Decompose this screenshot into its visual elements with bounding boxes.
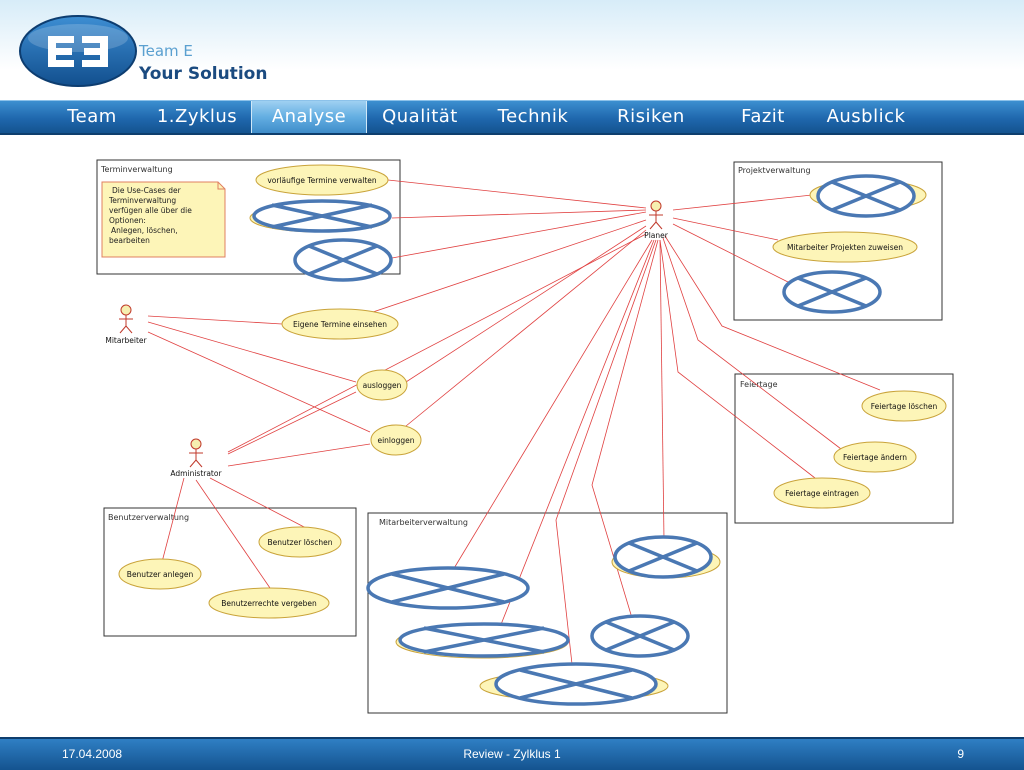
page-number: 9 — [957, 747, 964, 761]
actor-mitarbeiter[interactable] — [119, 304, 133, 334]
crossouts — [252, 174, 916, 706]
association-line — [391, 209, 647, 219]
association-line — [664, 235, 881, 391]
usecase-vorlaeufige-termine[interactable] — [255, 164, 389, 196]
actor-administrator[interactable] — [189, 438, 203, 468]
crossout-icon — [782, 270, 882, 314]
nav-item-team[interactable]: Team — [67, 106, 117, 127]
main-navigation: Team 1.Zyklus Analyse Qualität Technik R… — [0, 100, 1024, 135]
nav-item-fazit[interactable]: Fazit — [741, 106, 785, 127]
nav-item-analyse[interactable]: Analyse — [251, 101, 367, 133]
association-line — [147, 321, 357, 383]
usecase-eigene-termine[interactable] — [281, 308, 399, 340]
association-line — [659, 239, 816, 479]
package-label-mitarbeiterverwaltung: Mitarbeiterverwaltung — [379, 518, 468, 527]
usecase-feiertage-loeschen[interactable] — [861, 390, 947, 422]
slide-footer: 17.04.2008 Review - Zylklus 1 9 — [0, 737, 1024, 770]
crossout-icon — [252, 199, 392, 233]
associations — [147, 179, 881, 665]
usecase-benutzer-loeschen[interactable] — [258, 526, 342, 558]
association-line — [209, 477, 307, 529]
brand-team-name: Team E — [139, 42, 193, 60]
association-line — [662, 237, 846, 453]
slide-header: Team E Your Solution — [0, 0, 1024, 100]
association-line — [147, 315, 283, 325]
actor-head-icon — [120, 304, 132, 316]
note-line: bearbeiten — [109, 236, 150, 245]
usecase-benutzer-anlegen[interactable] — [118, 558, 202, 590]
package-label-terminverwaltung: Terminverwaltung — [100, 165, 173, 174]
usecase-label: Feiertage eintragen — [785, 489, 859, 498]
association-line — [227, 391, 357, 455]
svg-text:Die Use-Cases der Termin: Die Use-Cases der Terminverwaltung verfü… — [108, 186, 194, 245]
association-line — [369, 219, 647, 314]
association-line — [497, 239, 655, 633]
association-line — [405, 225, 647, 383]
crossout-icon — [590, 614, 690, 658]
team-e-logo-icon — [19, 15, 137, 87]
usecase-label: ausloggen — [363, 381, 402, 390]
brand-slogan: Your Solution — [139, 64, 268, 84]
crossout-icon — [293, 238, 393, 282]
association-line — [672, 217, 779, 241]
note-line: Terminverwaltung — [108, 196, 176, 205]
crossout-icon — [494, 662, 658, 706]
usecase-feiertage-aendern[interactable] — [833, 441, 917, 473]
nav-item-1-zyklus[interactable]: 1.Zyklus — [156, 106, 238, 127]
usecase-einloggen[interactable] — [370, 424, 422, 456]
association-line — [659, 239, 665, 541]
nav-item-technik[interactable]: Technik — [497, 106, 569, 127]
package-label-feiertage: Feiertage — [740, 380, 778, 389]
association-line — [227, 233, 647, 453]
usecase-label: Feiertage ändern — [843, 453, 907, 462]
note: Die Use-Cases der Terminverwaltung verfü… — [101, 181, 226, 258]
nav-item-risiken[interactable]: Risiken — [617, 106, 685, 127]
usecase-label: einloggen — [377, 436, 414, 445]
usecase-label: Feiertage löschen — [871, 402, 938, 411]
use-case-diagram: Terminverwaltung Projektverwaltung Feier… — [96, 159, 954, 714]
actor-label-mitarbeiter: Mitarbeiter — [105, 336, 147, 345]
usecase-label: Benutzer löschen — [267, 538, 332, 547]
usecase-label: Eigene Termine einsehen — [293, 320, 387, 329]
crossout-icon — [398, 622, 570, 658]
actor-label-planer: Planer — [644, 231, 669, 240]
footer-date: 17.04.2008 — [62, 747, 123, 761]
association-line — [555, 239, 657, 665]
note-line: verfügen alle über die — [109, 206, 192, 215]
actor-planer[interactable] — [649, 200, 663, 230]
association-line — [591, 239, 659, 619]
crossout-icon — [816, 174, 916, 218]
association-line — [672, 223, 789, 283]
association-line — [161, 477, 185, 563]
association-line — [452, 239, 653, 571]
nav-item-qualitaet[interactable]: Qualität — [382, 106, 458, 127]
usecase-label: Benutzer anlegen — [127, 570, 194, 579]
association-line — [672, 194, 813, 211]
association-line — [405, 229, 647, 427]
crossout-icon — [613, 535, 713, 579]
note-line: Optionen: — [109, 216, 146, 225]
crossout-icon — [366, 566, 530, 610]
nav-item-ausblick[interactable]: Ausblick — [826, 106, 906, 127]
usecase-mitarbeiter-projekten[interactable] — [772, 231, 918, 263]
note-line: Die Use-Cases der — [112, 186, 182, 195]
package-label-projektverwaltung: Projektverwaltung — [738, 166, 811, 175]
actor-head-icon — [650, 200, 662, 212]
usecase-ausloggen[interactable] — [356, 369, 408, 401]
association-line — [147, 331, 371, 433]
usecase-label: Benutzerrechte vergeben — [221, 599, 317, 608]
package-label-benutzerverwaltung: Benutzerverwaltung — [108, 513, 189, 522]
usecase-benutzerrechte[interactable] — [208, 587, 330, 619]
association-line — [195, 479, 271, 589]
actor-label-administrator: Administrator — [170, 469, 222, 478]
note-line: Anlegen, löschen, — [111, 226, 178, 235]
actor-head-icon — [190, 438, 202, 450]
usecase-label: Mitarbeiter Projekten zuweisen — [787, 243, 903, 252]
usecase-feiertage-eintragen[interactable] — [773, 477, 871, 509]
footer-title: Review - Zylklus 1 — [463, 747, 561, 761]
association-line — [387, 179, 647, 209]
association-line — [391, 211, 647, 259]
association-line — [227, 443, 371, 467]
usecase-label: vorläufige Termine verwalten — [267, 176, 377, 185]
